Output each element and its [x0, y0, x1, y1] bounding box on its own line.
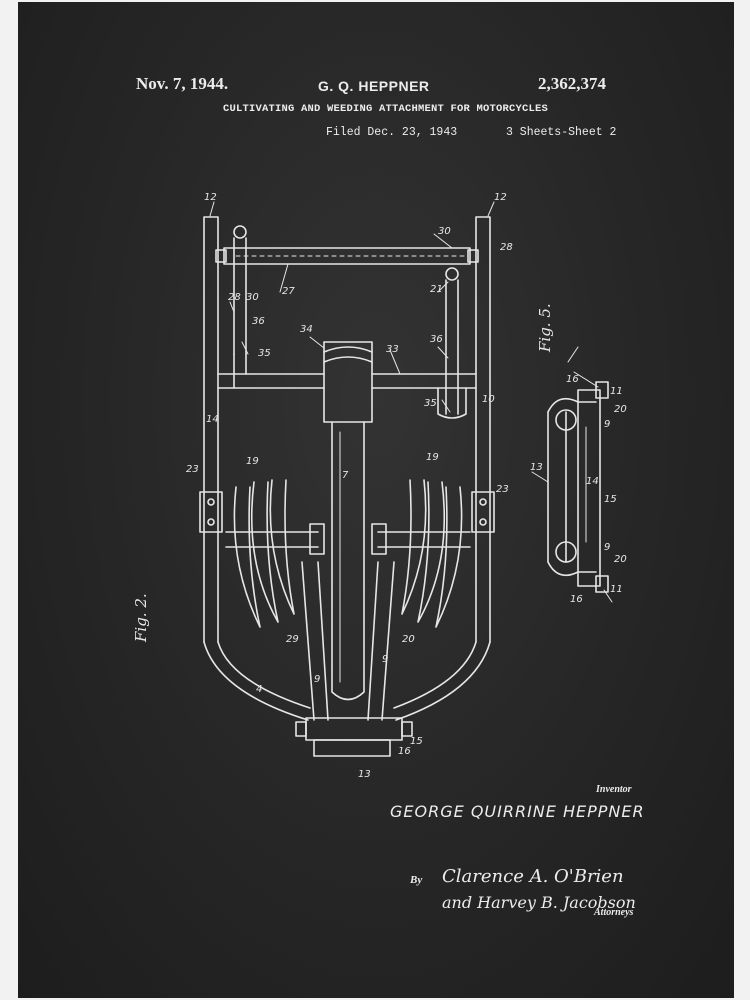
patent-title: CULTIVATING AND WEEDING ATTACHMENT FOR M… [223, 103, 549, 115]
fig5-ref-16-top: 16 [566, 374, 579, 385]
reference-numerals: 12 12 28 28 30 30 27 21 36 36 35 35 34 3… [186, 192, 627, 780]
ref-19-left: 19 [246, 456, 259, 467]
inventor-label: Inventor [596, 784, 632, 795]
fig2-label: Fig. 2. [132, 593, 150, 643]
fig5-ref-11-bottom: 11 [610, 584, 623, 595]
ref-33: 33 [386, 344, 399, 355]
ref-13: 13 [358, 769, 371, 780]
attorney-signatures: Clarence A. O'Brien and Harvey B. Jacobs… [442, 866, 636, 912]
filed-date: Filed Dec. 23, 1943 [326, 126, 458, 139]
fig5-ref-20-top: 20 [614, 404, 627, 415]
fig5-ref-20-bottom: 20 [614, 554, 627, 565]
ref-21: 21 [430, 284, 443, 295]
fig5-ref-11-top: 11 [610, 386, 623, 397]
ref-35-left: 35 [258, 348, 271, 359]
patent-drawing: 12 12 28 28 30 30 27 21 36 36 35 35 34 3… [132, 192, 636, 912]
patent-number: 2,362,374 [538, 74, 606, 93]
ref-29: 29 [286, 634, 299, 645]
ref-36-right: 36 [430, 334, 443, 345]
attorney-signature-1: Clarence A. O'Brien [442, 866, 624, 887]
fig5-ref-9-top: 9 [604, 419, 610, 430]
ref-10: 10 [482, 394, 495, 405]
fig5-ref-13: 13 [530, 462, 543, 473]
ref-30-left: 30 [246, 292, 259, 303]
fig5-ref-16-bottom: 16 [570, 594, 583, 605]
ref-12-right: 12 [494, 192, 507, 203]
ref-16: 16 [398, 746, 411, 757]
ref-15: 15 [410, 736, 423, 747]
fig5-drawing [548, 382, 608, 592]
sheet-count: 3 Sheets-Sheet 2 [506, 126, 617, 139]
patent-date: Nov. 7, 1944. [136, 74, 229, 93]
fig5-ref-9-bottom: 9 [604, 542, 610, 553]
ref-7: 7 [342, 470, 349, 481]
leader-lines [210, 202, 612, 602]
inventor-header: G. Q. HEPPNER [318, 78, 430, 94]
ref-36-left: 36 [252, 316, 265, 327]
fig5-ref-14: 14 [586, 476, 599, 487]
ref-30-right: 30 [438, 226, 451, 237]
ref-28-right: 28 [500, 242, 513, 253]
inventor-name: GEORGE QUIRRINE HEPPNER [390, 802, 645, 821]
chalkboard-sheet: Nov. 7, 1944. G. Q. HEPPNER 2,362,374 CU… [18, 2, 734, 998]
ref-9-right: 9 [314, 674, 320, 685]
ref-27: 27 [282, 286, 295, 297]
fig2-drawing [200, 217, 494, 756]
ref-14: 14 [206, 414, 219, 425]
ref-4: 4 [256, 684, 262, 695]
ref-19-right: 19 [426, 452, 439, 463]
ref-23-right: 23 [496, 484, 509, 495]
attorneys-label: Attorneys [594, 907, 634, 918]
ref-34: 34 [300, 324, 313, 335]
ref-12-left: 12 [204, 192, 217, 203]
ref-23-left: 23 [186, 464, 199, 475]
by-label: By [410, 874, 423, 886]
fig5-label: Fig. 5. [536, 303, 554, 353]
fig5-ref-15: 15 [604, 494, 617, 505]
ref-20: 20 [402, 634, 415, 645]
attorney-signature-2: and Harvey B. Jacobson [442, 893, 636, 912]
ref-28-left: 28 [228, 292, 241, 303]
ref-35-right: 35 [424, 398, 437, 409]
ref-9-left: 9 [382, 654, 388, 665]
